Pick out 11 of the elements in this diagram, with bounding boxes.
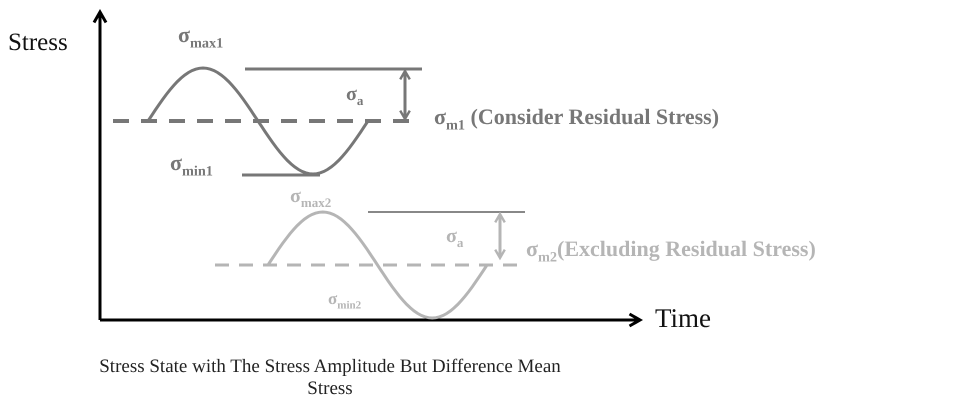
symbol-label: σ$_{max1}$ — [178, 24, 224, 51]
annotation: σ$_{m2}$(Excluding Residual Stress) — [526, 238, 816, 265]
axis-label: Stress — [8, 30, 68, 55]
symbol-label: σ$_{a}$ — [446, 226, 464, 249]
symbol-label: σ$_{min1}$ — [170, 152, 213, 179]
annotation: σ$_{m1}$ (Consider Residual Stress) — [434, 106, 720, 133]
symbol-label: σ$_{max2}$ — [290, 186, 332, 209]
caption: Stress State with The Stress Amplitude But Difference Mean Stress — [98, 356, 562, 400]
axis-label: Time — [655, 305, 712, 332]
symbol-label: σ$_{a}$ — [346, 84, 364, 107]
symbol-label: σ$_{min2}$ — [328, 290, 362, 312]
